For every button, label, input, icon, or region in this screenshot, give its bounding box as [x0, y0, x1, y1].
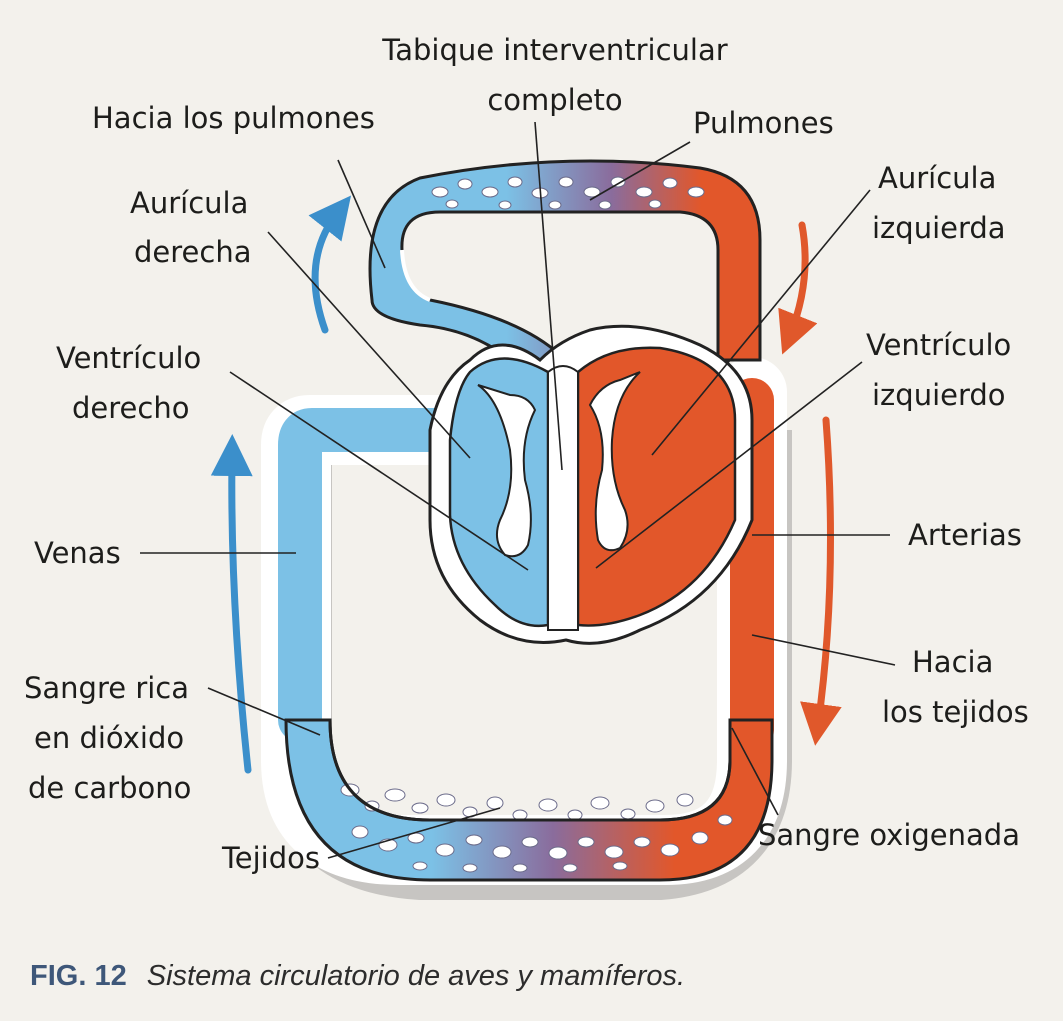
leader-tejidos — [327, 807, 501, 859]
label-auricula-der-1: Aurícula — [130, 186, 248, 220]
arrow-from-lungs — [778, 221, 818, 355]
figure-caption-text: Sistema circulatorio de aves y mamíferos… — [147, 960, 685, 992]
label-pulmones: Pulmones — [693, 106, 834, 140]
label-ventriculo-izq-2: izquierdo — [872, 378, 1006, 412]
left-atrium-ventricle — [576, 346, 737, 627]
pulmonary-loop — [368, 159, 762, 372]
figure-caption: FIG. 12 Sistema circulatorio de aves y m… — [30, 960, 685, 992]
leader-hacia-pulmones — [337, 159, 386, 269]
label-ventriculo-der-2: derecho — [72, 391, 189, 425]
label-hacia-pulmones: Hacia los pulmones — [92, 101, 375, 135]
arrow-to-lungs — [308, 195, 352, 334]
label-auricula-der-2: derecha — [134, 235, 251, 269]
leader-auricula-izq — [651, 189, 871, 456]
flow-arrows — [210, 195, 842, 774]
right-valve — [477, 384, 537, 558]
label-sangre-rica-2: en dióxido — [34, 721, 184, 755]
arrow-arteries-down — [800, 416, 842, 746]
tissue-capillary-bed — [284, 718, 774, 882]
veins-vessel — [278, 408, 512, 742]
left-valve — [588, 371, 641, 552]
label-arterias: Arterias — [908, 518, 1022, 552]
lung-alveoli — [431, 176, 705, 210]
leader-ventriculo-izq — [595, 361, 863, 569]
label-tejidos: Tejidos — [221, 841, 320, 875]
leader-auricula-der — [267, 231, 471, 459]
label-ventriculo-izq-1: Ventrículo — [866, 328, 1011, 362]
label-auricula-izq-1: Aurícula — [878, 161, 996, 195]
label-tabique-2: completo — [487, 83, 622, 117]
label-sangre-rica-1: Sangre rica — [24, 671, 189, 705]
labels: Tabique interventricular completo Hacia … — [24, 33, 1029, 875]
heart — [428, 324, 754, 645]
leader-pulmones — [589, 141, 691, 201]
label-hacia-tejidos-1: Hacia — [912, 645, 993, 679]
arrow-veins-up — [210, 434, 253, 774]
leader-hacia-tejidos — [751, 634, 896, 666]
label-venas: Venas — [34, 536, 121, 570]
label-sangre-oxigenada: Sangre oxigenada — [758, 818, 1020, 852]
leader-sangre-rica — [207, 687, 321, 736]
interventricular-septum — [547, 365, 579, 631]
label-ventriculo-der-1: Ventrículo — [56, 341, 201, 375]
leader-tabique — [534, 121, 563, 471]
figure-number: FIG. 12 — [30, 960, 127, 992]
leader-sangre-oxigenada — [731, 727, 779, 816]
label-tabique-1: Tabique interventricular — [381, 33, 727, 67]
leader-ventriculo-der — [229, 371, 529, 571]
label-hacia-tejidos-2: los tejidos — [882, 695, 1029, 729]
label-auricula-izq-2: izquierda — [872, 211, 1006, 245]
label-sangre-rica-3: de carbono — [28, 771, 191, 805]
leader-lines — [140, 121, 896, 859]
